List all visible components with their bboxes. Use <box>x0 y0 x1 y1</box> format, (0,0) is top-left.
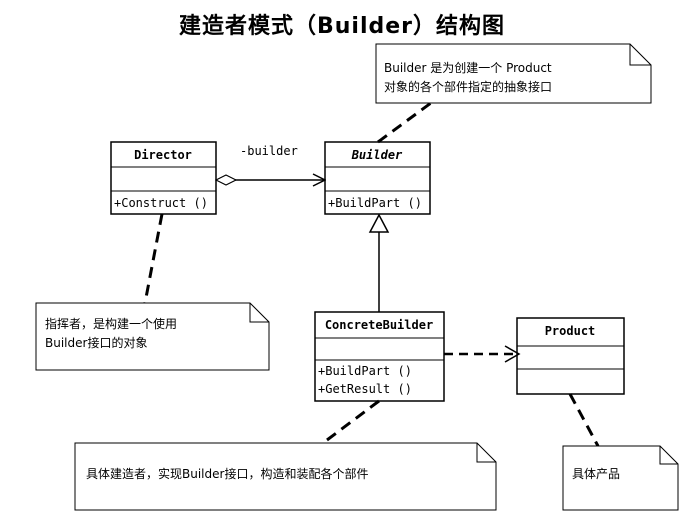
director-class[interactable]: Director +Construct () <box>110 141 217 215</box>
diagram-title: 建造者模式（Builder）结构图 <box>178 14 506 39</box>
concrete-builder-class-name: ConcreteBuilder <box>325 318 433 332</box>
association-role-label: -builder <box>240 144 298 158</box>
inheritance-triangle-icon <box>368 213 390 233</box>
builder-class[interactable]: Builder +BuildPart () <box>324 141 431 215</box>
builder-note-anchor <box>377 98 436 144</box>
builder-note-line-2: 对象的各个部件指定的抽象接口 <box>384 79 552 94</box>
product-class[interactable]: Product <box>516 317 625 395</box>
director-note: 指挥者，是构建一个使用 Builder接口的对象 <box>35 302 270 371</box>
director-class-name: Director <box>134 148 192 162</box>
builder-note: Builder 是为创建一个 Product 对象的各个部件指定的抽象接口 <box>375 43 652 104</box>
product-class-name: Product <box>545 324 596 338</box>
dependency-arrow-icon <box>504 345 521 363</box>
concrete-builder-method-getresult: +GetResult () <box>318 382 412 396</box>
concrete-note-anchor <box>322 399 380 445</box>
director-note-line-2: Builder接口的对象 <box>45 335 147 350</box>
concrete-builder-method-buildpart: +BuildPart () <box>318 364 412 378</box>
product-note-line-1: 具体产品 <box>572 467 620 481</box>
product-note: 具体产品 <box>562 445 679 511</box>
builder-note-line-1: Builder 是为创建一个 Product <box>384 61 552 75</box>
builder-class-name: Builder <box>351 148 403 162</box>
concrete-builder-note: 具体建造者，实现Builder接口，构造和装配各个部件 <box>74 442 497 511</box>
concrete-note-line-1: 具体建造者，实现Builder接口，构造和装配各个部件 <box>86 466 368 481</box>
concrete-builder-class[interactable]: ConcreteBuilder +BuildPart () +GetResult… <box>314 311 445 402</box>
builder-method-buildpart: +BuildPart () <box>328 196 422 210</box>
director-note-line-1: 指挥者，是构建一个使用 <box>45 316 177 331</box>
director-method-construct: +Construct () <box>114 196 208 210</box>
director-note-anchor <box>143 213 164 304</box>
product-note-anchor <box>568 393 600 447</box>
